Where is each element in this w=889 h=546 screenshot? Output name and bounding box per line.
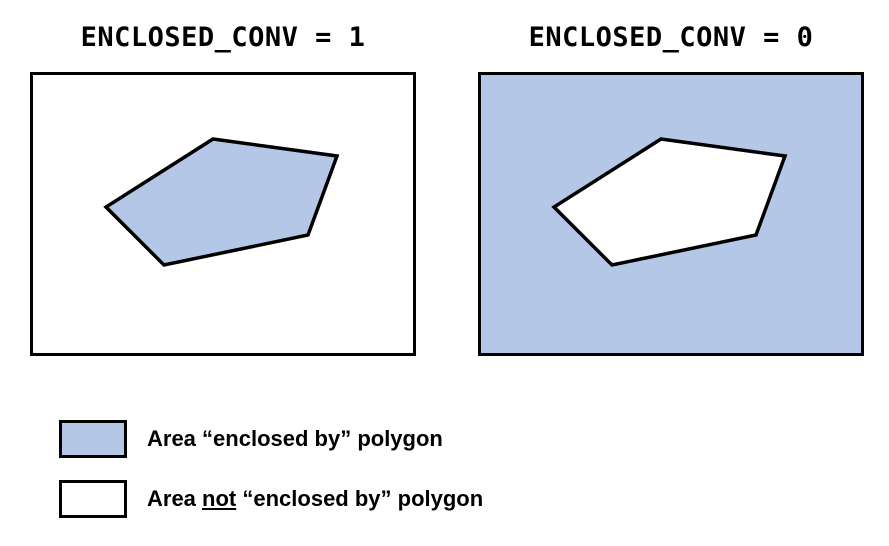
panel-title-enclosed-conv-0: ENCLOSED_CONV = 0 [528, 22, 814, 53]
legend-label-suffix: “enclosed by” polygon [242, 486, 484, 511]
pentagon-polygon [551, 137, 788, 267]
pentagon-polygon [103, 137, 340, 267]
panel-enclosed-conv-1 [30, 72, 416, 356]
legend-swatch-enclosed [59, 420, 127, 458]
legend-label-not-enclosed: Area not “enclosed by” polygon [147, 486, 483, 512]
legend-item-enclosed: Area “enclosed by” polygon [59, 420, 443, 458]
legend-label-prefix: Area [147, 426, 196, 451]
panel-canvas-enclosed-conv-1 [33, 75, 413, 353]
panel-enclosed-conv-0 [478, 72, 864, 356]
legend-label-underlined-not: not [202, 486, 237, 511]
legend-label-prefix: Area [147, 486, 196, 511]
panel-canvas-enclosed-conv-0 [481, 75, 861, 353]
legend-item-not-enclosed: Area not “enclosed by” polygon [59, 480, 483, 518]
legend-label-enclosed: Area “enclosed by” polygon [147, 426, 443, 452]
legend-swatch-not-enclosed [59, 480, 127, 518]
panel-title-enclosed-conv-1: ENCLOSED_CONV = 1 [80, 22, 366, 53]
legend-label-suffix: “enclosed by” polygon [202, 426, 443, 451]
